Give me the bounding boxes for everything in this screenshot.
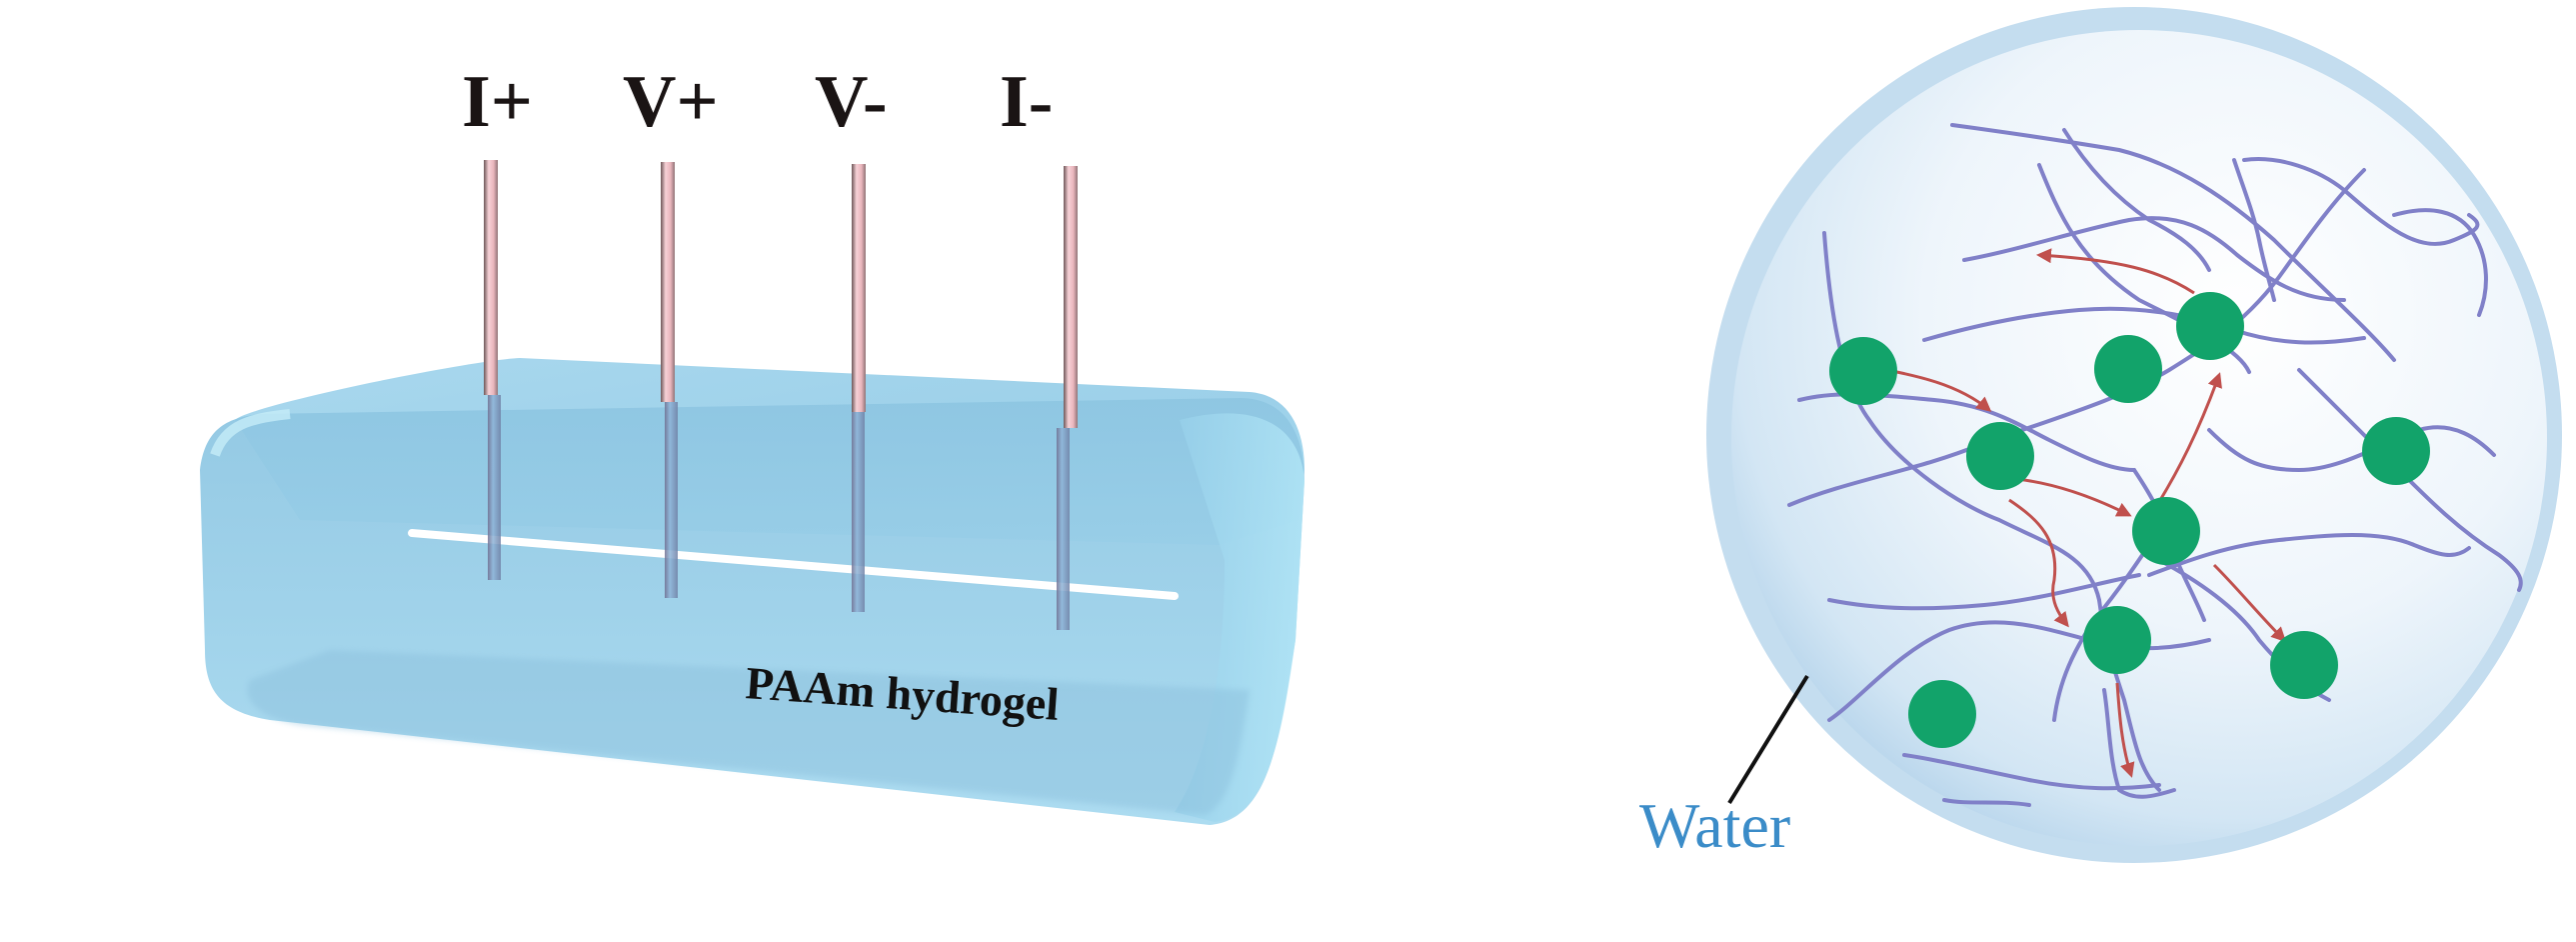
gel-white-strip bbox=[408, 529, 1179, 600]
probe-label-v-plus: V+ bbox=[623, 61, 719, 143]
probe-label-i-minus: I- bbox=[1000, 61, 1053, 143]
probe-submerged bbox=[852, 412, 865, 612]
probe-v-minus bbox=[852, 164, 866, 612]
probe-i-minus bbox=[1057, 166, 1078, 630]
polymer-chains bbox=[1787, 123, 2523, 807]
polymer-chain bbox=[1950, 123, 2396, 362]
probe-submerged bbox=[665, 402, 678, 598]
ion-path-arrow bbox=[2152, 372, 2222, 511]
network-sphere bbox=[1706, 7, 2562, 863]
gel-rim-highlight bbox=[210, 409, 291, 457]
sphere-inner bbox=[1731, 30, 2547, 846]
polymer-chain bbox=[2232, 158, 2276, 302]
probe-shaft bbox=[484, 160, 498, 395]
polymer-chain bbox=[2147, 533, 2471, 577]
polymer-chain bbox=[1942, 798, 2031, 807]
polymer-chain bbox=[2207, 425, 2496, 473]
crosslink-nodes bbox=[1829, 292, 2430, 748]
polymer-chain bbox=[2392, 208, 2488, 317]
crosslink-node bbox=[1829, 337, 1897, 405]
probe-submerged bbox=[488, 395, 501, 580]
probe-i-plus bbox=[484, 160, 501, 580]
crosslink-node bbox=[2094, 335, 2162, 403]
probe-label-i-plus: I+ bbox=[462, 61, 533, 143]
crosslink-node bbox=[2176, 292, 2244, 360]
probe-shaft bbox=[661, 162, 675, 402]
probe-submerged bbox=[1057, 428, 1070, 630]
gel-right-face bbox=[1175, 413, 1304, 822]
crosslink-node bbox=[2362, 417, 2430, 485]
ion-path-arrow bbox=[2008, 498, 2069, 628]
water-leader-line bbox=[1727, 674, 1809, 805]
probe-label-v-minus: V- bbox=[815, 61, 888, 143]
probe-shaft bbox=[852, 164, 866, 412]
probe-v-plus bbox=[661, 162, 678, 598]
crosslink-node bbox=[1908, 680, 1976, 748]
polymer-chain bbox=[1827, 573, 2141, 611]
ion-path-arrow bbox=[2036, 248, 2195, 295]
polymer-chain bbox=[2297, 368, 2523, 592]
crosslink-node bbox=[2083, 606, 2151, 674]
polymer-chain bbox=[2062, 128, 2211, 272]
ion-path-arrow bbox=[2212, 563, 2287, 643]
water-label: Water bbox=[1639, 790, 1790, 861]
ion-path-arrow bbox=[2115, 682, 2135, 778]
polymer-chain bbox=[1922, 306, 2366, 345]
hydrogel-block bbox=[200, 358, 1304, 825]
gel-bottom-shade bbox=[247, 650, 1250, 815]
crosslink-node bbox=[2132, 497, 2200, 565]
probe-shaft bbox=[1064, 166, 1078, 428]
crosslink-node bbox=[2270, 631, 2338, 699]
polymer-chain bbox=[1962, 216, 2346, 302]
polymer-chain bbox=[2102, 688, 2176, 799]
crosslink-node bbox=[1966, 422, 2034, 490]
polymer-chain bbox=[1902, 753, 2161, 791]
